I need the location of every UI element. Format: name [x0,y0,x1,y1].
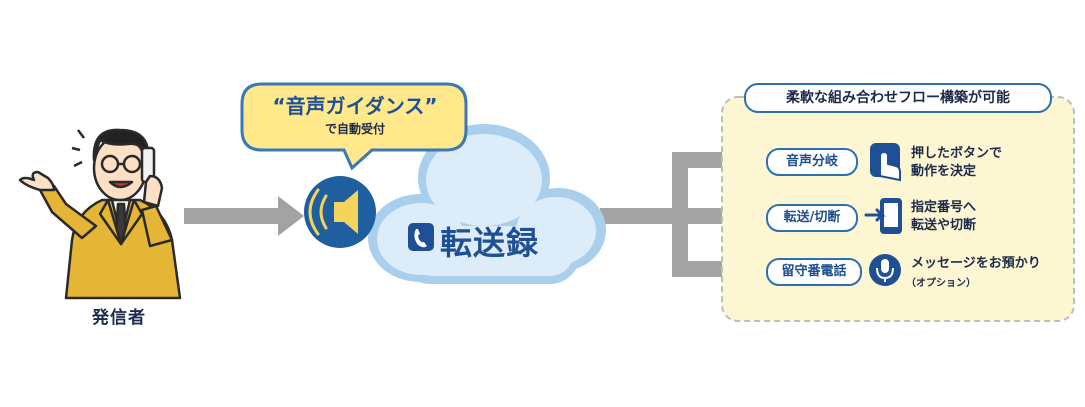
feature-voice-branch-line1: 押したボタンで [911,146,1003,161]
caller-label: 発信者 [92,308,146,328]
tag-voice-branch: 音声分岐 [766,148,858,176]
caller-person-illustration [18,128,182,300]
feature-voicemail-line1: メッセージをお預かり [911,256,1041,271]
guidance-subtitle: で自動受付 [324,122,385,136]
speaker-icon [304,176,376,248]
tag-voicemail: 留守番電話 [766,258,862,286]
brand-name: 転送録 [440,224,540,262]
options-panel-title: 柔軟な組み合わせフロー構築が可能 [744,83,1052,113]
feature-transfer-line2: 転送や切断 [911,218,977,233]
arrow-caller-to-guidance [184,196,304,236]
feature-voicemail-line2: （オプション） [906,278,976,289]
phone-badge-icon [408,223,434,251]
tap-finger-icon [870,143,901,182]
microphone-icon [869,254,901,286]
feature-voice-branch-line2: 動作を決定 [911,164,977,179]
tag-transfer: 転送/切断 [766,204,858,232]
guidance-title: “音声ガイダンス” [272,94,438,118]
phone-transfer-icon [864,198,902,234]
feature-transfer-line1: 指定番号へ [911,200,977,215]
speech-bubble [240,82,468,171]
